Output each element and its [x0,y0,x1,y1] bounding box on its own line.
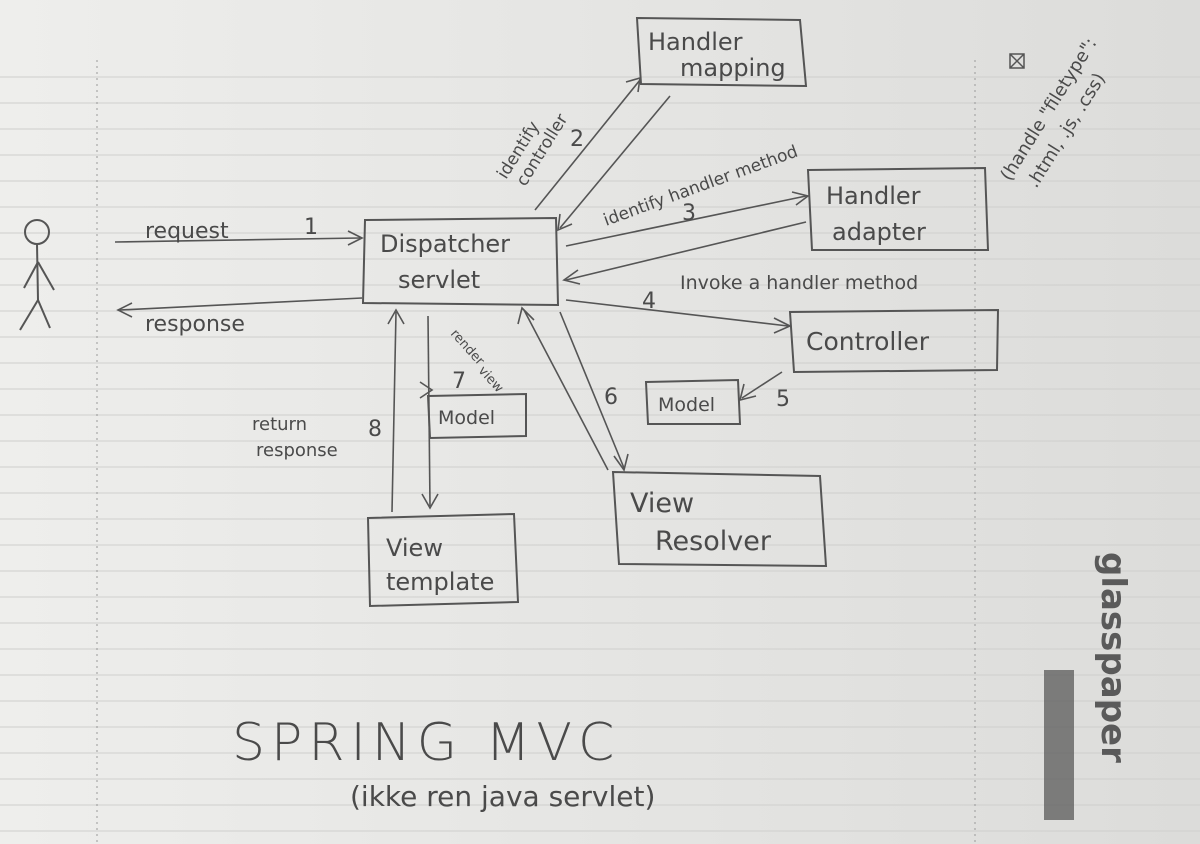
view-resolver-line2: Resolver [655,526,772,557]
diagram-title: SPRING MVC [232,713,620,773]
handler-adapter-line1: Handler [826,182,921,210]
model-left-label: Model [438,407,495,429]
invoke-label: Invoke a handler method [680,272,918,294]
controller-label: Controller [806,327,930,356]
step-6: 6 [604,385,618,410]
handler-mapping-line1: Handler [648,28,743,56]
response-label: response [145,312,245,337]
brand-logo: glasspaper [1093,552,1133,763]
step-8: 8 [368,417,382,442]
dispatcher-line1: Dispatcher [380,230,510,258]
view-template-line1: View [386,534,443,562]
step-5: 5 [776,387,790,412]
model-right-label: Model [658,394,715,416]
arrows [114,76,810,513]
model-box-right: Model [644,378,742,425]
handler-mapping-line2: mapping [680,54,786,82]
view-resolver-box: View Resolver [611,470,828,568]
dispatcher-line2: servlet [398,266,480,294]
view-resolver-line1: View [630,488,694,519]
crossed-box-icon [1009,53,1025,69]
controller-box: Controller [788,308,1000,374]
step-1: 1 [304,215,318,240]
handler-mapping-box: Handler mapping [635,16,808,88]
step-7: 7 [452,369,466,394]
dispatcher-servlet-box: Dispatcher servlet [361,216,560,307]
handler-adapter-box: Handler adapter [806,166,990,251]
return-response-line1: return [252,414,307,435]
request-label: request [145,219,229,244]
ruled-lines [0,60,1200,844]
step-4: 4 [642,289,656,314]
view-template-box: View template [366,512,520,608]
step-3: 3 [682,201,696,226]
handler-adapter-line2: adapter [832,218,926,246]
diagram-subtitle: (ikke ren java servlet) [350,780,655,813]
user-figure [19,219,55,331]
margin-scribble [1044,670,1074,820]
view-template-line2: template [386,568,494,596]
step-2: 2 [570,127,584,152]
return-response-line2: response [256,440,338,461]
